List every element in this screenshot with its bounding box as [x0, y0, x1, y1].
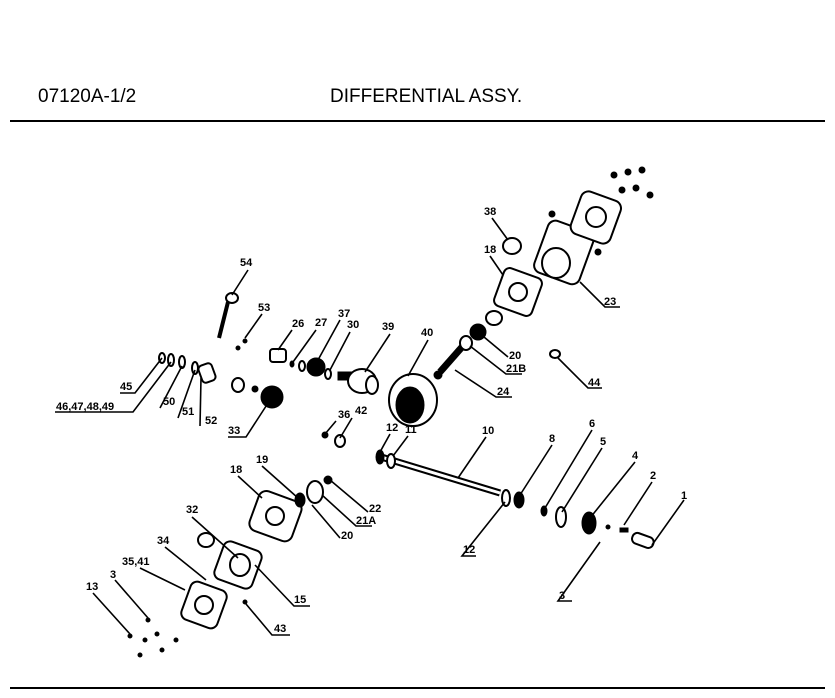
callout-12-lower: 12: [463, 544, 475, 556]
part-5: [555, 506, 567, 528]
callout-22: 22: [369, 503, 381, 515]
callout-21b: 21B: [506, 363, 526, 375]
callout-35-41: 35,41: [122, 556, 150, 568]
callout-4: 4: [632, 450, 639, 462]
callout-53: 53: [258, 302, 270, 314]
callout-5: 5: [600, 436, 606, 448]
parts-drawing: [127, 166, 655, 658]
callout-labels: 54 53 26 27 37 30 39 40 45 46,47,48,49 5…: [56, 206, 687, 635]
callout-36: 36: [338, 409, 350, 421]
part-2b: [619, 527, 629, 533]
callout-3-right: 3: [559, 590, 565, 602]
part-pin: [251, 385, 259, 393]
footer-divider: [10, 687, 825, 689]
part-53: [242, 338, 248, 344]
part-27: [289, 360, 295, 368]
callout-2: 2: [650, 470, 656, 482]
part-52: [197, 362, 217, 384]
part-4: [581, 511, 597, 535]
diagram-title: DIFFERENTIAL ASSY.: [330, 86, 523, 107]
part-6: [540, 505, 548, 517]
part-23-housing: [493, 166, 654, 317]
callout-11: 11: [405, 424, 417, 436]
part-20-21b-24-pinion-shaft: [433, 310, 503, 380]
callout-38: 38: [484, 206, 496, 218]
callout-43: 43: [274, 623, 286, 635]
callout-12-upper: 12: [386, 422, 398, 434]
callout-23: 23: [604, 296, 616, 308]
callout-18-lower: 18: [230, 464, 242, 476]
part-ring: [298, 360, 306, 372]
callout-24: 24: [497, 386, 510, 398]
callout-45: 45: [120, 381, 132, 393]
callout-20-lower: 20: [341, 530, 353, 542]
callout-54: 54: [240, 257, 253, 269]
callout-32: 32: [186, 504, 198, 516]
part-26: [269, 348, 287, 363]
part-53b: [235, 345, 241, 351]
part-number: 07120A-1/2: [38, 86, 137, 107]
callout-3-left: 3: [110, 569, 116, 581]
callout-15: 15: [294, 594, 306, 606]
callout-26: 26: [292, 318, 304, 330]
callout-50: 50: [163, 396, 175, 408]
callout-44: 44: [588, 377, 601, 389]
header-divider: [10, 120, 825, 122]
callout-51: 51: [182, 406, 194, 418]
part-30: [324, 368, 332, 380]
part-36: [321, 431, 329, 439]
part-40-case: [388, 373, 438, 427]
part-42: [334, 434, 346, 448]
leader-lines: [55, 217, 685, 636]
callout-40: 40: [421, 327, 433, 339]
callout-8: 8: [549, 433, 555, 445]
part-39-pinion: [337, 368, 379, 395]
part-37: [306, 357, 326, 377]
callout-18-upper: 18: [484, 244, 496, 256]
callout-21a: 21A: [356, 515, 376, 527]
part-33-gear: [260, 385, 284, 409]
callout-39: 39: [382, 321, 394, 333]
callout-13: 13: [86, 581, 98, 593]
callout-33: 33: [228, 425, 240, 437]
callout-19: 19: [256, 454, 268, 466]
part-bushing: [231, 377, 245, 393]
callout-6: 6: [589, 418, 595, 430]
part-50: [178, 355, 186, 369]
callout-1: 1: [681, 490, 687, 502]
part-2: [605, 524, 611, 530]
callout-30: 30: [347, 319, 359, 331]
callout-37: 37: [338, 308, 350, 320]
part-8: [513, 491, 525, 509]
callout-27: 27: [315, 317, 327, 329]
callout-20-upper: 20: [509, 350, 521, 362]
part-44: [549, 349, 561, 359]
callout-10: 10: [482, 425, 494, 437]
callout-52: 52: [205, 415, 217, 427]
part-54-lever: [217, 292, 239, 339]
part-1: [631, 531, 655, 549]
callout-34: 34: [157, 535, 170, 547]
callout-42: 42: [355, 405, 367, 417]
part-32-34-housing-lower: [127, 532, 263, 658]
part-18-flange-lower: [248, 475, 333, 543]
part-10-shaft: [375, 449, 502, 497]
callout-46-47-48-49: 46,47,48,49: [56, 401, 114, 413]
